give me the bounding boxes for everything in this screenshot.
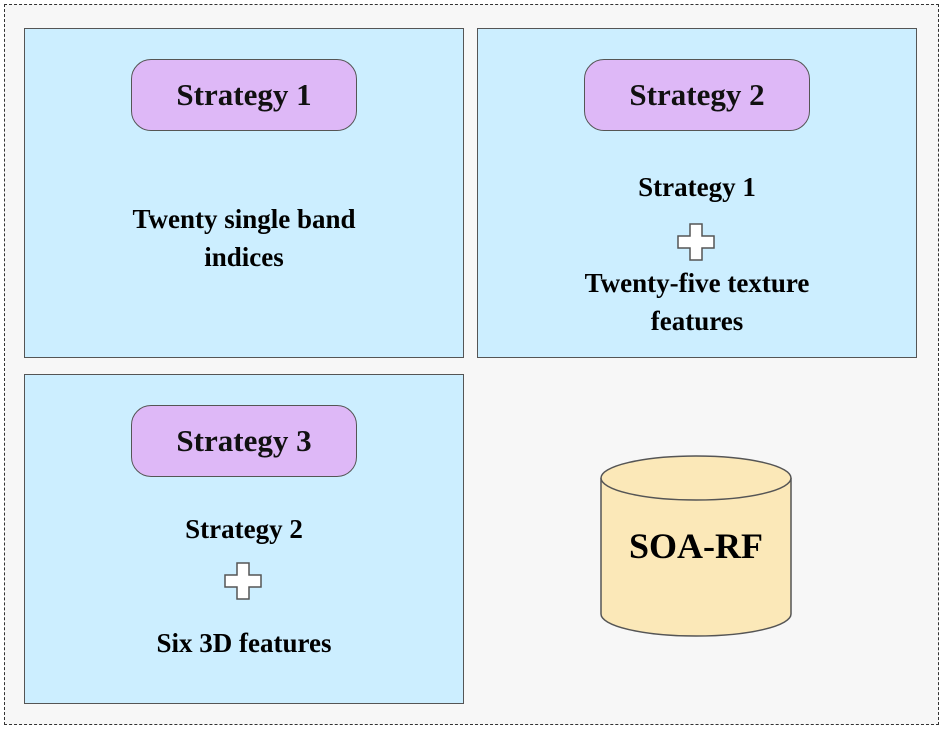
cylinder-icon: [600, 455, 792, 637]
strategy-2-base: Strategy 1: [638, 172, 756, 202]
strategy-3-panel: Strategy 3 Strategy 2 Six 3D features: [24, 374, 464, 704]
strategy-3-addition-line-1: Six 3D features: [156, 628, 332, 658]
strategy-2-addition-line-2: features: [650, 306, 744, 336]
strategy-2-addition-line-1: Twenty-five texture: [584, 268, 810, 298]
strategy-3-base: Strategy 2: [185, 514, 303, 544]
strategy-2-title: Strategy 2: [584, 59, 810, 131]
model-label: SOA-RF: [629, 526, 763, 566]
strategy-1-title: Strategy 1: [131, 59, 357, 131]
plus-icon: [224, 562, 262, 600]
strategy-1-panel: Strategy 1 Twenty single band indices: [24, 28, 464, 358]
strategy-2-panel: Strategy 2 Strategy 1 Twenty-five textur…: [477, 28, 917, 358]
plus-icon: [677, 223, 715, 261]
strategy-1-description-line-2: indices: [204, 242, 284, 272]
strategy-1-description-line-1: Twenty single band: [132, 204, 356, 234]
strategy-3-title: Strategy 3: [131, 405, 357, 477]
